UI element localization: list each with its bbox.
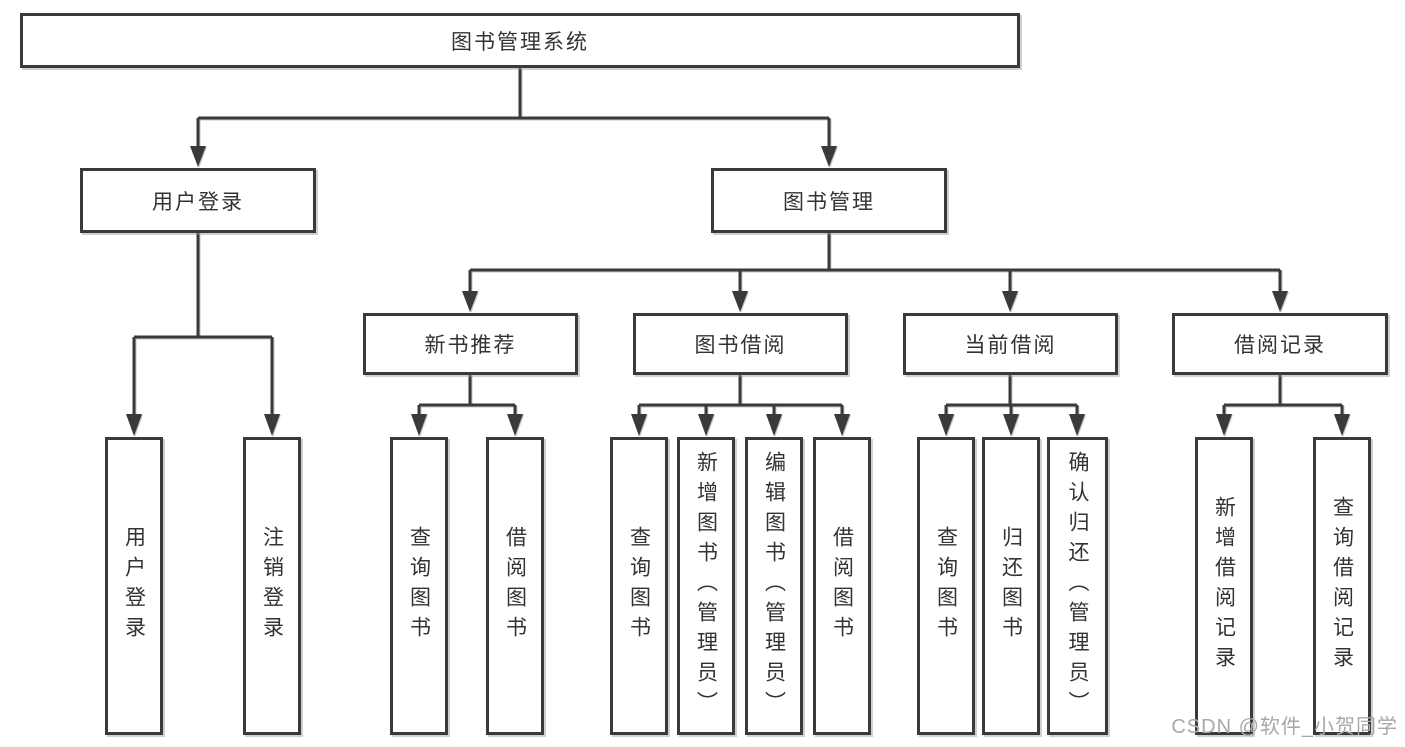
connector-paths: [132, 68, 1344, 415]
category-node-current-borrow: 当前借阅: [903, 313, 1118, 375]
branch-node-book-management: 图书管理: [711, 168, 947, 233]
watermark: CSDN @软件_小贺同学: [1171, 716, 1398, 738]
category-node-borrow-records: 借阅记录: [1172, 313, 1388, 375]
leaf-current-return-books: 归还图书: [982, 437, 1040, 735]
leaf-records-query-borrow-record: 查询借阅记录: [1313, 437, 1371, 735]
leaf-records-add-borrow-record: 新增借阅记录: [1195, 437, 1253, 735]
leaf-borrow-add-books-admin: 新增图书（管理员）: [677, 437, 735, 735]
leaf-borrow-query-books: 查询图书: [610, 437, 668, 735]
leaf-recommend-query-books: 查询图书: [390, 437, 448, 735]
leaf-node-user-login: 用户登录: [105, 437, 163, 735]
root-node-library-system: 图书管理系统: [20, 13, 1020, 68]
category-node-book-borrow: 图书借阅: [633, 313, 848, 375]
leaf-borrow-edit-books-admin: 编辑图书（管理员）: [745, 437, 803, 735]
branch-node-user-login: 用户登录: [80, 168, 316, 233]
leaf-recommend-borrow-books: 借阅图书: [486, 437, 544, 735]
category-node-new-book-recommend: 新书推荐: [363, 313, 578, 375]
leaf-current-confirm-return-admin: 确认归还（管理员）: [1047, 437, 1108, 735]
leaf-node-logout: 注销登录: [243, 437, 301, 735]
leaf-borrow-borrow-books: 借阅图书: [813, 437, 871, 735]
leaf-current-query-books: 查询图书: [917, 437, 975, 735]
arrowheads: [126, 146, 1350, 436]
